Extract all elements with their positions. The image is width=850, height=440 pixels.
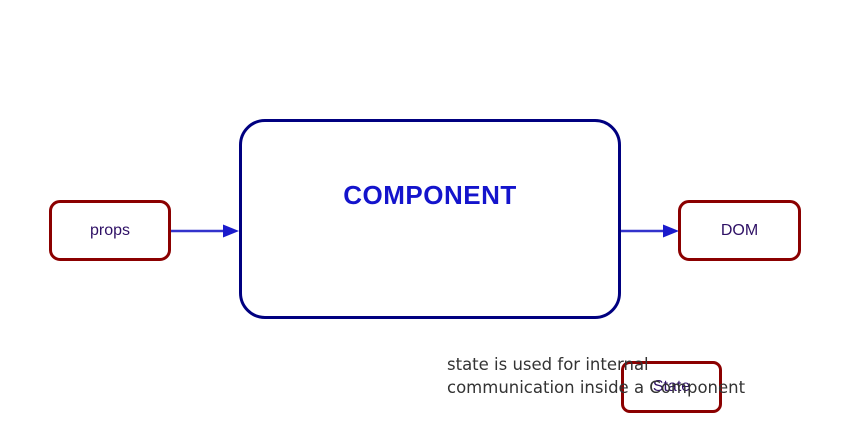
node-state[interactable]: State	[621, 361, 722, 413]
arrow-props-to-component	[171, 223, 239, 238]
node-dom-label: DOM	[720, 221, 759, 239]
node-props[interactable]: props	[49, 200, 171, 261]
diagram-caption: state is used for internal communication…	[447, 355, 746, 398]
arrow-props-to-component-icon	[171, 224, 239, 238]
arrow-component-to-dom-icon	[621, 224, 679, 238]
node-props-label: props	[89, 221, 131, 239]
node-state-label: State	[652, 378, 691, 395]
node-dom[interactable]: DOM	[678, 200, 801, 261]
arrow-component-to-dom	[621, 223, 679, 238]
node-component[interactable]: COMPONENT State	[239, 119, 722, 413]
component-title: COMPONENT	[343, 180, 517, 210]
